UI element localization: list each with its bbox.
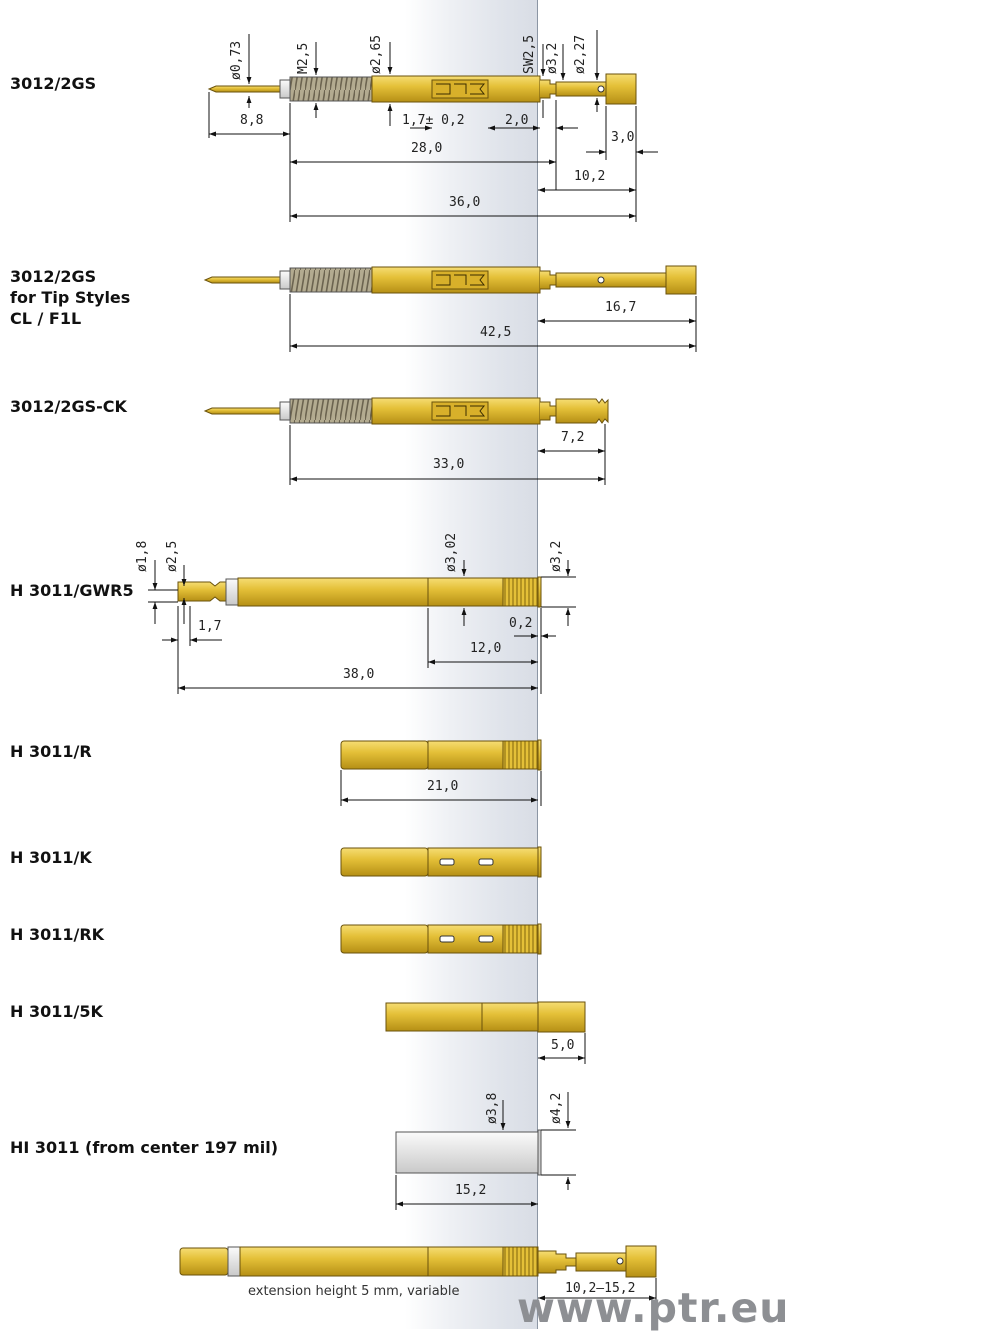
dim-d4-2: ø4,2 (549, 1093, 564, 1124)
receptacle-h3011-rk (340, 923, 542, 955)
dim-sw2-5: SW2,5 (522, 35, 537, 74)
dim-d0-73: ø0,73 (229, 41, 244, 80)
label-3012-2gs-ck: 3012/2GS-CK (10, 397, 127, 416)
dim-d3-02: ø3,02 (444, 533, 459, 572)
dim-5-0: 5,0 (551, 1038, 574, 1053)
dim-42-5: 42,5 (480, 325, 511, 340)
dim-2-0: 2,0 (505, 113, 528, 128)
label-h3011-5k: H 3011/5K (10, 1002, 103, 1021)
dim-lines-10 (538, 1278, 657, 1304)
dim-d3-2-mid: ø3,2 (549, 541, 564, 572)
dim-d3-8: ø3,8 (485, 1093, 500, 1124)
dim-1-7-tol: 1,7± 0,2 (402, 113, 465, 128)
dim-3-0: 3,0 (611, 130, 634, 145)
receptacle-h3011-k (340, 846, 542, 878)
insulator-hi3011 (395, 1129, 542, 1176)
dim-10-2-15-2: 10,2–15,2 (565, 1281, 635, 1296)
dim-10-2: 10,2 (574, 169, 605, 184)
dim-7-2: 7,2 (561, 430, 584, 445)
assembly-extension (179, 1245, 657, 1278)
label-h3011-rk: H 3011/RK (10, 925, 105, 944)
dim-lines-8 (538, 1033, 586, 1064)
website-url: www.ptr.eu (517, 1284, 790, 1332)
dim-36-0: 36,0 (449, 195, 480, 210)
label-h3011-r: H 3011/R (10, 742, 92, 761)
dim-d3-2-top: ø3,2 (545, 43, 560, 74)
dim-lines-2 (289, 294, 697, 352)
probe-3012-2gs-cl-f1l (203, 265, 697, 295)
receptacle-h3011-5k (385, 1001, 586, 1033)
reference-line (537, 0, 538, 1329)
dim-lines-3 (289, 424, 606, 485)
dim-21-0: 21,0 (427, 779, 458, 794)
label-h3011-gwr5: H 3011/GWR5 (10, 581, 134, 600)
dim-m2-5: M2,5 (296, 43, 311, 74)
dim-d2-65: ø2,65 (369, 35, 384, 74)
dim-28-0: 28,0 (411, 141, 442, 156)
label-3012-2gs-cl-f1l: 3012/2GS for Tip Styles CL / F1L (10, 267, 131, 328)
label-hi3011: HI 3011 (from center 197 mil) (10, 1138, 279, 1157)
dim-lines-1 (208, 30, 658, 222)
extension-note: extension height 5 mm, variable (248, 1284, 460, 1299)
dim-16-7: 16,7 (605, 300, 636, 315)
probe-3012-2gs-ck (203, 397, 609, 425)
dim-1-7: 1,7 (198, 619, 221, 634)
receptacle-h3011-gwr5 (177, 576, 542, 608)
reference-band (405, 0, 538, 1329)
receptacle-h3011-r (340, 739, 542, 771)
dim-d1-8: ø1,8 (135, 541, 150, 572)
dim-d2-27: ø2,27 (573, 35, 588, 74)
probe-3012-2gs (207, 73, 637, 105)
dim-38-0: 38,0 (343, 667, 374, 682)
dim-33-0: 33,0 (433, 457, 464, 472)
dim-0-2: 0,2 (509, 616, 532, 631)
label-h3011-k: H 3011/K (10, 848, 92, 867)
label-3012-2gs: 3012/2GS (10, 74, 97, 93)
dim-8-8: 8,8 (240, 113, 263, 128)
dim-lines-9 (395, 1092, 576, 1210)
dim-12-0: 12,0 (470, 641, 501, 656)
dim-lines-4 (148, 560, 576, 694)
dim-d2-5: ø2,5 (165, 541, 180, 572)
dim-15-2: 15,2 (455, 1183, 486, 1198)
dim-lines-5 (340, 770, 542, 806)
